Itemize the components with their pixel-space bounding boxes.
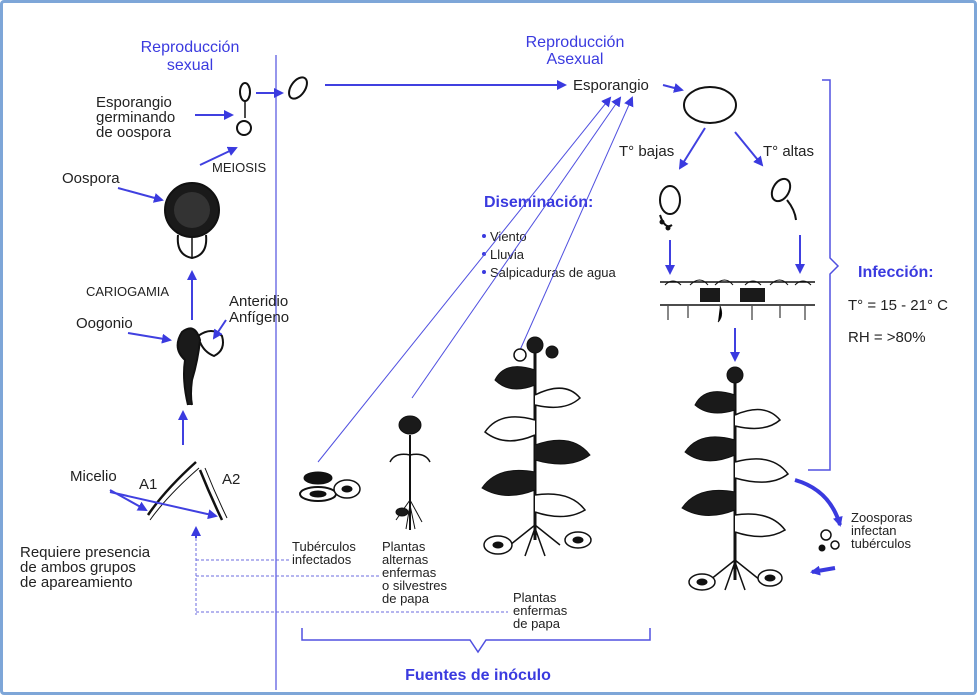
t-bajas-label: T° bajas <box>619 143 674 160</box>
a2-label: A2 <box>222 471 240 488</box>
arrow-potato-plants-to-sporangium <box>520 98 632 350</box>
sporangium-large-drawing <box>684 87 736 123</box>
infeccion-rh: RH = >80% <box>848 329 926 346</box>
sexual-title-line2: sexual <box>167 57 213 74</box>
asexual-title-line1: Reproducción <box>526 34 625 51</box>
leaf-cross-section-drawing <box>660 280 815 322</box>
oospore-drawing <box>165 183 219 258</box>
arrow-oospora-label <box>118 188 162 200</box>
infected-tubers-drawing <box>300 472 360 501</box>
esporangio-label: Esporangio <box>573 77 649 94</box>
germinating-sporangium-drawing <box>237 83 251 135</box>
arrow-low-temp <box>680 128 705 168</box>
sources-bracket <box>302 628 650 652</box>
infected-potato-plant-drawing <box>682 367 788 590</box>
meiosis-label: MEIOSIS <box>212 160 267 175</box>
arrow-oogonio-label <box>128 333 170 340</box>
arrow-to-tuber <box>812 568 835 572</box>
micelio-label: Micelio <box>70 468 117 485</box>
fuentes-title: Fuentes de inóculo <box>405 667 551 684</box>
diseminacion-item: Viento <box>490 229 527 244</box>
t-altas-label: T° altas <box>763 143 814 160</box>
sporangium-label-line3: de oospora <box>96 124 172 141</box>
plantas-papa-line3: de papa <box>513 616 561 631</box>
infeccion-title: Infección: <box>858 264 934 281</box>
diseased-potato-plant-drawing <box>482 337 591 556</box>
oogonium-antheridium-drawing <box>178 328 223 405</box>
oogonio-label: Oogonio <box>76 315 133 332</box>
cariogamia-label: CARIOGAMIA <box>86 284 169 299</box>
sexual-title-line1: Reproducción <box>141 39 240 56</box>
alternate-host-plant-drawing <box>390 416 430 530</box>
anteridio-label-line1: Anteridio <box>229 293 288 310</box>
infection-bracket <box>808 80 838 470</box>
a1-label: A1 <box>139 476 157 493</box>
oospora-label: Oospora <box>62 170 120 187</box>
anteridio-label-line2: Anfígeno <box>229 309 289 326</box>
mycelium-drawing <box>148 462 227 520</box>
zoosporas-line3: tubérculos <box>851 536 911 551</box>
diseminacion-item: Salpicaduras de agua <box>490 265 617 280</box>
zoospore-release-drawing <box>660 186 680 230</box>
arrow-esporangio <box>663 85 682 90</box>
tuberculos-line2: infectados <box>292 552 352 567</box>
arrow-zoospore-infection <box>795 480 840 525</box>
infeccion-temp: T° = 15 - 21° C <box>848 297 948 314</box>
plantas-alternas-line5: de papa <box>382 591 430 606</box>
diseminacion-title: Diseminación: <box>484 194 593 211</box>
arrow-tubers-to-sporangium <box>318 98 610 462</box>
sporangium-top-drawing <box>285 74 310 102</box>
arrow-high-temp <box>735 132 762 165</box>
zoospore-cluster-drawing <box>819 530 839 551</box>
diseminacion-list: Viento Lluvia Salpicaduras de agua <box>482 229 617 280</box>
requiere-line3: de apareamiento <box>20 574 133 591</box>
asexual-title-line2: Asexual <box>547 51 604 68</box>
germ-tube-drawing <box>768 176 796 220</box>
